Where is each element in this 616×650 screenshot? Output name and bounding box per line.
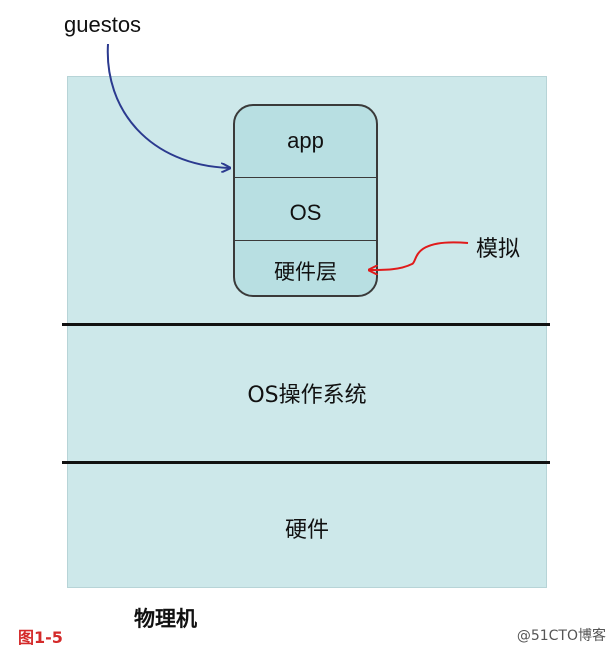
vm-os-label: OS [289,200,322,225]
guestos-arrow [106,43,229,168]
hardware-layer-label: 硬件 [284,518,329,543]
virtual-machine-box: app OS 硬件层 [233,104,378,297]
host-os-layer-label: OS操作系统 [247,383,367,408]
emulate-arrow [370,241,469,270]
vm-host-os-divider [62,323,550,326]
host-os-hardware-divider [62,461,550,464]
vm-hardware-layer-label: 硬件层 [274,260,337,284]
physical-machine-label: 物理机 [134,606,197,631]
vm-os-hardware-separator [235,240,376,241]
figure-number: 图1-5 [18,628,63,647]
guestos-label: guestos [64,12,142,37]
vm-app-label: app [287,128,324,153]
vm-app-os-separator [235,177,376,178]
watermark: @51CTO博客 [516,628,606,644]
emulate-label: 模拟 [476,237,521,262]
